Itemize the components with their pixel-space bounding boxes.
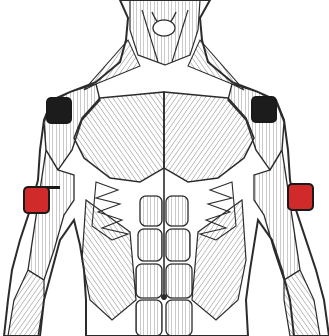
electrode-pad-left-upper-arm xyxy=(23,186,50,214)
navel xyxy=(161,294,167,300)
larynx xyxy=(153,20,175,36)
electrode-pad-left-shoulder xyxy=(46,97,72,124)
electrode-pad-right-shoulder xyxy=(251,96,277,123)
electrode-pad-right-upper-arm xyxy=(287,183,314,211)
